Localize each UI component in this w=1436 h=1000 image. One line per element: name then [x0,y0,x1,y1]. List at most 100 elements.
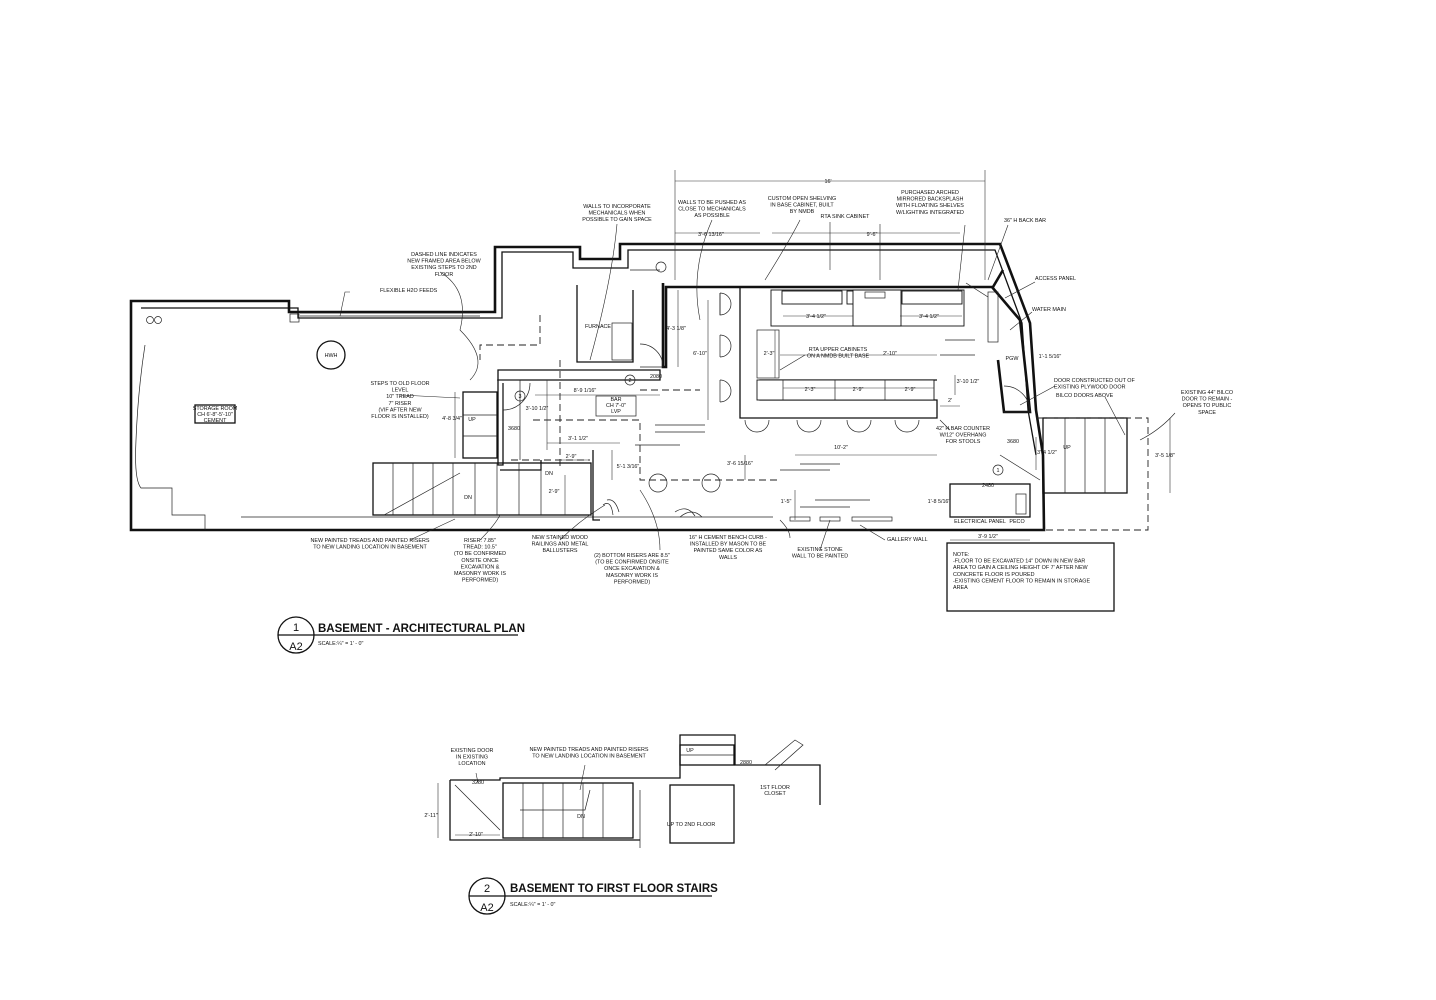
plan-note: MIRRORED BACKSPLASH [897,197,964,203]
plan-note: 10" TREAD [386,394,414,400]
plan-note: OPENS TO PUBLIC [1183,403,1232,409]
sheet-number: A2 [480,902,493,914]
dimension-text: 3'-4 1/2" [806,314,826,320]
plan-note: RAILINGS AND METAL [532,542,589,548]
room-label: CH 7'-0" [606,403,626,409]
plan-scale: SCALE:¼" = 1' - 0" [510,902,556,908]
plan-note: TREAD: 10.5" [463,545,497,551]
general-notes-box [946,542,1115,612]
dimension-text: 3'-4 1/2" [1037,450,1057,456]
plan-note: WALL TO BE PAINTED [792,554,848,560]
dimension-text: 8'-9 1/16" [574,388,597,394]
dimension-text: 5'-1 3/16" [617,464,640,470]
plan-note: CLOSE TO MECHANICALS [678,207,746,213]
dimension-text: 9'-6" [867,232,878,238]
title-block-2 [468,877,712,915]
basement-plan [129,170,1176,612]
room-label: FURNACE [585,324,611,330]
plan-note: NEW PAINTED TREADS AND PAINTED RISERS [530,747,649,753]
stone-wall-marks [602,499,703,518]
room-label: 1ST FLOOR [760,785,790,791]
equipment-label: ELECTRICAL PANEL [954,519,1006,525]
storage-room-tag [194,404,236,424]
sheet-number: A2 [289,641,302,653]
general-note-text: CONCRETE FLOOR IS POURED [953,572,1035,578]
plan-note: (VIF AFTER NEW [378,407,422,413]
stair-label: UP [468,417,476,423]
detail-number: 1 [293,622,299,634]
plan-note: RISER: 7.85" [464,538,496,544]
plan-note: 7" RISER [389,401,412,407]
dimension-text: 2'-9" [549,489,560,495]
stair-label: UP [1063,445,1071,451]
dimension-lines [454,170,1171,541]
dimension-text: 2' [948,398,952,404]
plan-note: STEPS TO OLD FLOOR [370,381,429,387]
plan-note: (TO BE CONFIRMED [454,551,506,557]
dimension-text: 4'-3 1/8" [666,326,686,332]
room-label: BAR [610,397,621,403]
plan-note: EXISTING PLYWOOD DOOR [1054,385,1126,391]
general-note-text: NOTE: [953,552,969,558]
dimension-text: 10'-2" [834,445,848,451]
stairs-plan [437,734,821,848]
sink-cabinet [852,289,902,327]
plan-note: ON A NMDB BUILT BASE [807,354,870,360]
plan-note: W/12" OVERHANG [940,433,987,439]
dimension-text: 3680 [1007,439,1019,445]
plan-note: POSSIBLE TO GAIN SPACE [582,217,652,223]
plan-note: RTA UPPER CABINETS [809,347,868,353]
plan-note: NEW FRAMED AREA BELOW [407,259,481,265]
plan-note: FLOOR [435,272,454,278]
dimension-text: 3'-9 1/2" [978,534,998,540]
room-label: CH 6'-8"-5'-10" [197,412,233,418]
plan-note: IN BASE CABINET, BUILT [770,203,834,209]
plan-note: 42" H BAR COUNTER [936,426,990,432]
plan-scale: SCALE:¼" = 1' - 0" [318,641,364,647]
plan-note: EXISTING DOOR [451,748,494,754]
section-tag-number: 1 [997,468,1000,474]
dimension-text: 3'-4 1/2" [919,314,939,320]
plan-note: ONCE EXCAVATION & [604,566,660,572]
plan-note: BY NMDB [790,209,815,215]
dimension-text: 2'-3" [764,351,775,357]
bar-counter [635,287,975,522]
dimension-text: 16' [824,179,831,185]
stair-label: DN [545,471,553,477]
plan-note: IN EXISTING [456,755,488,761]
stairs [372,379,1149,531]
general-note-text: AREA TO GAIN A CEILING HEIGHT OF 7' AFTE… [953,565,1089,571]
general-note-text: -EXISTING CEMENT FLOOR TO REMAIN IN STOR… [953,578,1090,584]
plan-note: INSTALLED BY MASON TO BE [690,542,767,548]
plan-note: MASONRY WORK IS [606,573,658,579]
dimension-text: 3280 [472,780,484,786]
section-tags [514,374,1004,476]
plan-note: MECHANICALS WHEN [589,211,646,217]
plan-note: PERFORMED) [614,579,650,585]
plan-note: 36" H BACK BAR [1004,218,1046,224]
bar-room-tag [595,395,637,417]
dimension-text: 3680 [508,426,520,432]
dimension-text: 2'-9" [905,387,916,393]
water-heater-symbol [316,340,346,370]
plan-title: BASEMENT - ARCHITECTURAL PLAN [318,623,525,635]
dimension-text: 1'-8 5/16" [928,499,951,505]
plan-note: SPACE [1198,410,1216,416]
plan-note: NEW PAINTED TREADS AND PAINTED RISERS [311,538,430,544]
room-label: HWH [325,353,338,359]
back-bar-base [770,289,965,327]
plan-note: FLEXIBLE H2O FEEDS [380,288,438,294]
plan-note: (TO BE CONFIRMED ONSITE [595,560,669,566]
dimension-text: 2880 [740,760,752,766]
title-block-1 [277,616,518,654]
plan-note: LOCATION [458,761,485,767]
plan-note: WALLS TO BE PUSHED AS [678,200,746,206]
plan-note: GALLERY WALL [887,537,928,543]
dimension-text: 3'-10 1/2" [957,379,980,385]
plan-note: AS POSSIBLE [694,213,730,219]
room-label: STORAGE ROOM [193,406,238,412]
bar-stools [719,292,920,433]
plan-note: WALLS TO INCORPORATE [583,204,651,210]
plan-note: FOR STOOLS [946,439,981,445]
